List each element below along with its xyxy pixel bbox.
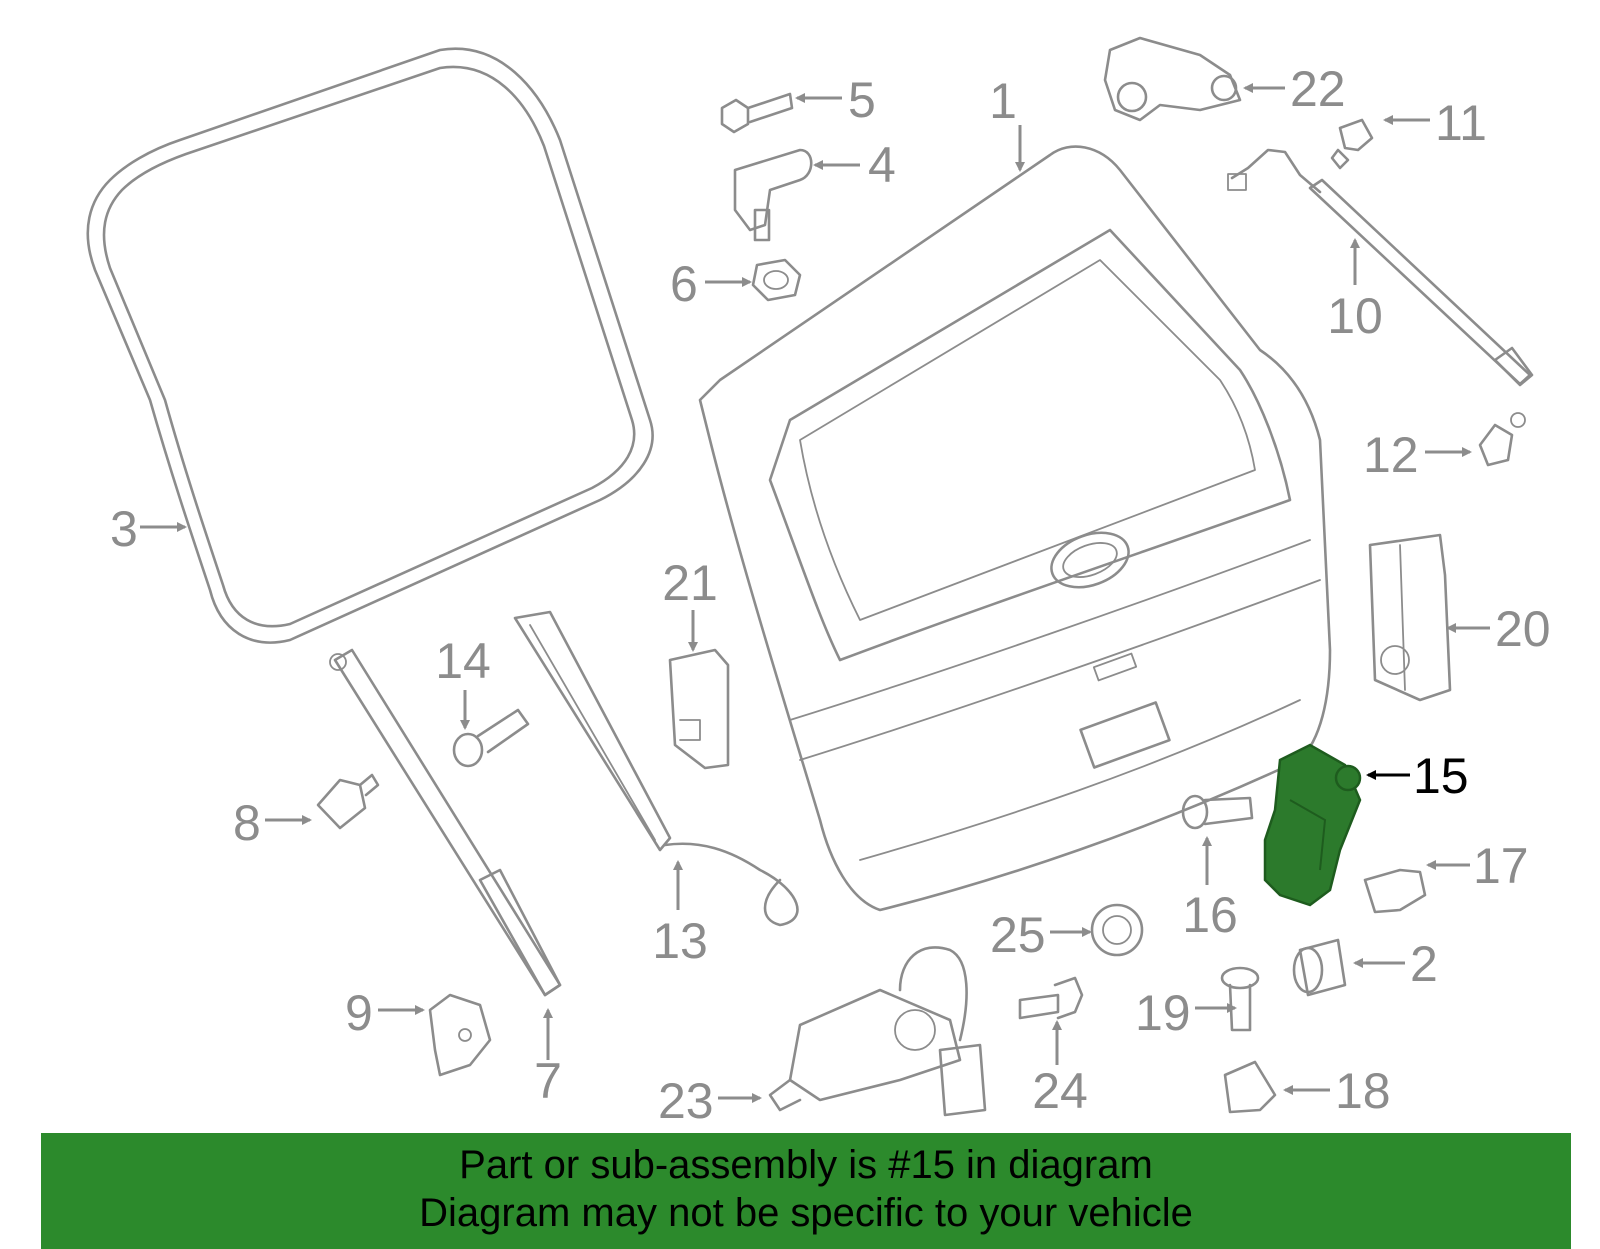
latch-part-15 bbox=[1263, 743, 1362, 907]
ball-stud-part-12 bbox=[1478, 412, 1526, 467]
banner-line-2: Diagram may not be specific to your vehi… bbox=[419, 1191, 1193, 1235]
bushing-part-2 bbox=[1292, 938, 1347, 997]
callout-23: 23 bbox=[658, 1073, 762, 1129]
svg-text:16: 16 bbox=[1182, 887, 1238, 943]
callout-7: 7 bbox=[534, 1008, 562, 1109]
callout-15: 15 bbox=[1366, 748, 1469, 804]
trim-part-17 bbox=[1363, 868, 1427, 914]
callout-25: 25 bbox=[990, 907, 1092, 963]
bracket-part-9 bbox=[428, 993, 492, 1077]
svg-text:7: 7 bbox=[534, 1053, 562, 1109]
callout-19: 19 bbox=[1135, 985, 1237, 1041]
callout-1: 1 bbox=[989, 73, 1025, 172]
svg-text:24: 24 bbox=[1032, 1063, 1088, 1119]
callout-20: 20 bbox=[1446, 601, 1551, 657]
svg-text:20: 20 bbox=[1495, 601, 1551, 657]
callout-10: 10 bbox=[1327, 238, 1383, 344]
bolt-part-16 bbox=[1181, 794, 1254, 830]
callout-4: 4 bbox=[813, 137, 896, 193]
gas-strut-part-7 bbox=[329, 648, 562, 997]
callout-21: 21 bbox=[662, 555, 718, 652]
callout-16: 16 bbox=[1182, 836, 1238, 943]
bolt-part-24 bbox=[1018, 976, 1084, 1020]
callout-22: 22 bbox=[1243, 61, 1346, 117]
callout-5: 5 bbox=[795, 72, 876, 128]
svg-text:19: 19 bbox=[1135, 985, 1191, 1041]
bolt-part-5 bbox=[720, 92, 794, 134]
module-part-20 bbox=[1368, 533, 1452, 702]
callout-24: 24 bbox=[1032, 1020, 1088, 1119]
callout-2: 2 bbox=[1353, 936, 1438, 992]
callout-6: 6 bbox=[670, 256, 752, 312]
svg-text:3: 3 bbox=[110, 501, 138, 557]
svg-text:6: 6 bbox=[670, 256, 698, 312]
svg-text:21: 21 bbox=[662, 555, 718, 611]
bracket-part-18 bbox=[1223, 1060, 1277, 1114]
svg-text:18: 18 bbox=[1335, 1063, 1391, 1119]
weatherstrip-part-3 bbox=[86, 47, 654, 644]
svg-text:2: 2 bbox=[1410, 936, 1438, 992]
svg-text:23: 23 bbox=[658, 1073, 714, 1129]
svg-text:13: 13 bbox=[652, 913, 708, 969]
actuator-part-23 bbox=[768, 946, 987, 1117]
svg-text:1: 1 bbox=[989, 73, 1017, 129]
svg-text:25: 25 bbox=[990, 907, 1046, 963]
svg-text:17: 17 bbox=[1473, 838, 1529, 894]
callout-3: 3 bbox=[110, 501, 187, 557]
bracket-part-21 bbox=[668, 648, 730, 770]
svg-text:10: 10 bbox=[1327, 288, 1383, 344]
callout-18: 18 bbox=[1283, 1063, 1391, 1119]
grommet-part-25 bbox=[1090, 903, 1144, 957]
stud-part-8 bbox=[316, 773, 380, 830]
callout-17: 17 bbox=[1426, 838, 1529, 894]
svg-text:9: 9 bbox=[345, 985, 373, 1041]
callout-9: 9 bbox=[345, 985, 425, 1041]
callout-11: 11 bbox=[1383, 95, 1487, 151]
camera-part-22 bbox=[1103, 36, 1242, 122]
power-strut-part-10 bbox=[1227, 148, 1534, 387]
callout-12: 12 bbox=[1363, 427, 1472, 483]
svg-text:8: 8 bbox=[233, 795, 261, 851]
ball-stud-part-11 bbox=[1330, 118, 1374, 170]
hinge-bracket-part-4 bbox=[733, 148, 813, 242]
pin-part-19 bbox=[1220, 966, 1260, 1032]
callout-13: 13 bbox=[652, 860, 708, 969]
push-pin-part-14 bbox=[452, 708, 530, 768]
callout-8: 8 bbox=[233, 795, 312, 851]
nut-part-6 bbox=[751, 258, 802, 302]
info-banner: Part or sub-assembly is #15 in diagram D… bbox=[41, 1133, 1571, 1249]
svg-text:5: 5 bbox=[848, 72, 876, 128]
svg-text:11: 11 bbox=[1435, 95, 1487, 151]
svg-text:12: 12 bbox=[1363, 427, 1419, 483]
svg-text:22: 22 bbox=[1290, 61, 1346, 117]
callout-14: 14 bbox=[435, 633, 491, 730]
svg-text:14: 14 bbox=[435, 633, 491, 689]
liftgate-part-1 bbox=[698, 145, 1332, 912]
svg-text:4: 4 bbox=[868, 137, 896, 193]
svg-text:15: 15 bbox=[1413, 748, 1469, 804]
banner-line-1: Part or sub-assembly is #15 in diagram bbox=[459, 1143, 1153, 1187]
seal-harness-part-13 bbox=[513, 610, 799, 927]
